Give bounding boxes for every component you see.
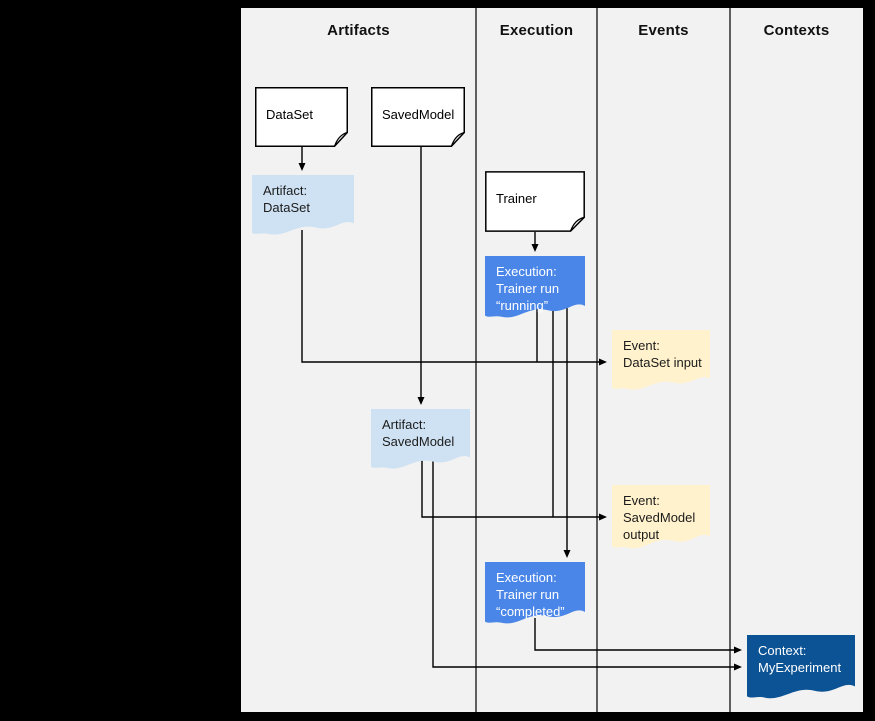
connector-layer: [298, 8, 742, 712]
event-savedmodel-output-node: Event: SavedModel output: [612, 485, 710, 553]
edge-artifact-dataset-to-event-dataset-input: [301, 230, 607, 366]
flag-shape-icon: [612, 330, 710, 390]
flag-shape-icon: [485, 562, 585, 624]
event-dataset-input-label: Event: DataSet input: [623, 338, 702, 370]
execution-running-label: Execution: Trainer run “running”: [496, 264, 560, 313]
document-shape-icon: [485, 171, 585, 232]
artifact-dataset-node: Artifact: DataSet: [252, 175, 354, 239]
artifact-savedmodel-node: Artifact: SavedModel: [371, 409, 470, 473]
event-dataset-input-node: Event: DataSet input: [612, 330, 710, 394]
flag-shape-icon: [252, 175, 354, 235]
edge-execution-completed-to-context: [534, 618, 742, 654]
column-header-artifacts: Artifacts: [327, 22, 390, 39]
savedmodel-node: SavedModel: [371, 87, 465, 147]
document-shape-icon: [371, 87, 465, 147]
column-header-contexts: Contexts: [763, 22, 830, 39]
document-shape-icon: [255, 87, 348, 147]
column-header-events: Events: [638, 22, 689, 39]
execution-completed-node: Execution: Trainer run “completed”: [485, 562, 585, 628]
artifact-dataset-label: Artifact: DataSet: [263, 183, 310, 215]
flag-shape-icon: [371, 409, 470, 469]
flag-shape-icon: [612, 485, 710, 549]
savedmodel-label: SavedModel: [382, 107, 455, 122]
column-header-execution: Execution: [499, 22, 574, 39]
dataset-node: DataSet: [255, 87, 348, 147]
execution-completed-label: Execution: Trainer run “completed”: [496, 570, 565, 619]
event-savedmodel-output-label: Event: SavedModel output: [623, 493, 696, 542]
edge-artifact-savedmodel-to-context: [432, 458, 742, 671]
flag-shape-icon: [485, 256, 585, 318]
context-myexperiment-label: Context: MyExperiment: [758, 643, 842, 675]
trainer-node: Trainer: [485, 171, 585, 232]
context-myexperiment-node: Context: MyExperiment: [747, 635, 855, 703]
edge-artifact-savedmodel-to-event-savedmodel-output: [421, 458, 607, 521]
artifact-savedmodel-label: Artifact: SavedModel: [382, 417, 455, 449]
flag-shape-icon: [747, 635, 855, 699]
trainer-label: Trainer: [496, 191, 537, 206]
diagram-canvas: Artifacts Execution Events Contexts Data…: [241, 8, 863, 712]
execution-running-node: Execution: Trainer run “running”: [485, 256, 585, 322]
dataset-label: DataSet: [266, 107, 313, 122]
